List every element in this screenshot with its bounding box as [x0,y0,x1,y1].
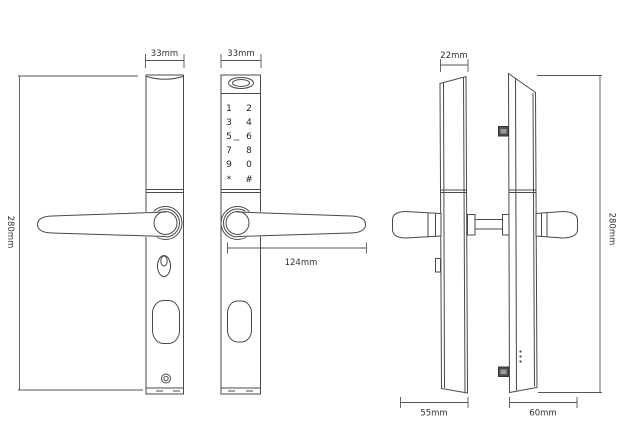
left-height-label: 280mm [5,216,15,249]
screw-inner [163,375,169,382]
lever-right-outline [236,211,367,237]
dimension-right-depth [509,397,578,408]
bolt-core [500,369,507,374]
back-plate-top-cap [146,76,184,80]
dimension-left-height [18,75,143,391]
thumbturn-side-tab [435,258,441,273]
back-plate-width-label: 33mm [151,49,178,59]
view-side-left [392,59,469,394]
right-height-label: 280mm [607,213,617,246]
cylinder-hole [152,300,180,344]
rose-hub [153,211,178,235]
key-7: 7 [226,146,232,156]
dimension-right-height [537,75,602,393]
lever-side-right [535,210,578,239]
screw-dots [519,350,522,363]
side-thickness-label: 22mm [440,51,467,61]
lever-side-left [392,210,442,239]
thumbturn-slot [160,255,168,267]
keypad-digits: 1 2 3 4 5 6 7 8 9 0 * # [226,104,253,185]
bolt-core [500,129,507,134]
left-depth-label: 55mm [420,409,447,419]
dot [519,355,522,358]
dimension-back-plate-width [145,54,185,68]
key-8: 8 [246,146,252,156]
key-1: 1 [226,104,232,114]
key-hash: # [245,175,253,185]
key-star: * [227,175,232,185]
side-left-outline [439,75,469,394]
dimension-left-depth [400,397,469,408]
key-0: 0 [246,160,252,170]
key-2: 2 [246,104,252,114]
lever-left-fill [36,211,166,238]
side-left-back-inner-edge [463,77,466,393]
side-left-front-inner-edge [443,82,445,389]
view-back-plate [36,54,185,395]
spindle-bar [474,219,503,230]
handle-length-label: 124mm [285,258,318,268]
sensor-oval-inner [232,79,250,87]
key-6: 6 [246,132,252,142]
view-side-right [498,72,578,394]
cylinder-hole [227,300,252,343]
lever-left-outline [36,211,167,237]
screw-outer [161,373,171,384]
right-depth-label: 60mm [529,409,556,419]
dimension-side-thickness [440,59,469,72]
key-9: 9 [226,160,232,170]
spindle-flange-right [502,214,510,236]
dot [519,350,522,353]
fixing-bolt-bottom [498,366,509,377]
rose-hub [225,211,250,235]
view-keypad-plate [220,54,367,395]
key-3: 3 [226,118,232,128]
lever-right-fill [237,211,367,238]
fixing-bolt-top [498,126,509,137]
keypad-plate-width-label: 33mm [227,49,254,59]
dimension-keypad-plate-width [220,54,262,68]
dot [519,360,522,363]
spindle-flange-left [467,214,476,236]
dimension-handle-length [227,242,367,254]
key-5: 5 [226,132,232,142]
side-right-front-inner-edge [515,78,517,391]
side-right-back-inner-edge [532,92,535,387]
spindle-assembly [467,214,510,236]
sensor-oval-outer [228,77,254,89]
key-4: 4 [246,118,252,128]
